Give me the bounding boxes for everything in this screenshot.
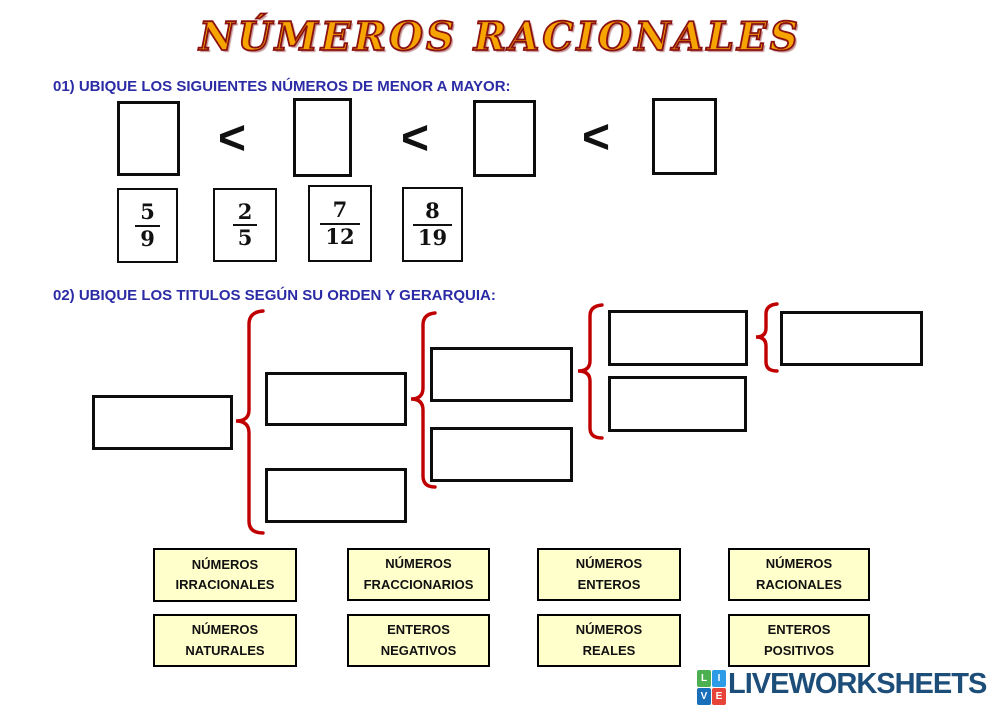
tile-label-line1: NÚMEROS <box>765 556 833 572</box>
fraction-denominator: 12 <box>320 222 360 249</box>
tree-box-level4-top[interactable] <box>608 310 748 366</box>
tile-numeros-irracionales[interactable]: NÚMEROS IRRACIONALES <box>153 548 297 602</box>
tile-label-line1: NÚMEROS <box>575 556 643 572</box>
tile-label-line2: REALES <box>582 642 636 658</box>
fraction-numerator: 8 <box>425 198 440 224</box>
brace-level4 <box>755 302 779 373</box>
tile-label-line1: NÚMEROS <box>191 622 259 638</box>
tile-numeros-racionales[interactable]: NÚMEROS RACIONALES <box>728 548 870 601</box>
fraction-7-12: 7 12 <box>320 197 360 249</box>
tree-box-root[interactable] <box>92 395 233 450</box>
tile-label-line1: NÚMEROS <box>575 622 643 638</box>
order-slot-3[interactable] <box>473 100 536 177</box>
brace-level3 <box>577 303 604 440</box>
fraction-card-8-19[interactable]: 8 19 <box>402 187 463 262</box>
logo-cell-v: V <box>697 688 711 705</box>
tile-label-line2: POSITIVOS <box>763 642 835 658</box>
fraction-numerator: 7 <box>332 197 348 223</box>
tile-label-line2: FRACCIONARIOS <box>363 576 474 592</box>
tile-numeros-naturales[interactable]: NÚMEROS NATURALES <box>153 614 297 667</box>
brace-level1 <box>235 309 265 535</box>
fraction-numerator: 2 <box>237 198 253 224</box>
tile-label-line2: NEGATIVOS <box>380 642 457 658</box>
tile-enteros-negativos[interactable]: ENTEROS NEGATIVOS <box>347 614 490 667</box>
fraction-denominator: 5 <box>232 224 258 250</box>
tile-label-line1: NÚMEROS <box>385 556 452 572</box>
tree-box-level3-bottom[interactable] <box>430 427 573 482</box>
fraction-card-7-12[interactable]: 7 12 <box>308 185 372 262</box>
less-than-symbol-2: < <box>400 111 430 165</box>
tree-box-level3-top[interactable] <box>430 347 573 402</box>
logo-cell-i: I <box>712 670 726 687</box>
fraction-card-5-9[interactable]: 5 9 <box>117 188 178 263</box>
less-than-symbol-3: < <box>581 110 611 164</box>
tile-label-line2: IRRACIONALES <box>175 577 275 592</box>
tile-label-line1: ENTEROS <box>387 622 450 638</box>
tree-box-level2-top[interactable] <box>265 372 407 426</box>
tile-enteros-positivos[interactable]: ENTEROS POSITIVOS <box>728 614 870 667</box>
tile-numeros-fraccionarios[interactable]: NÚMEROS FRACCIONARIOS <box>347 548 490 601</box>
order-slot-1[interactable] <box>117 101 180 176</box>
fraction-5-9: 5 9 <box>135 200 160 250</box>
liveworksheets-logo-icon: L I V E <box>697 670 727 705</box>
tree-box-level2-bottom[interactable] <box>265 468 407 523</box>
tile-label-line1: NÚMEROS <box>191 556 259 572</box>
less-than-symbol-1: < <box>217 111 247 165</box>
order-slot-2[interactable] <box>293 98 352 177</box>
logo-cell-l: L <box>697 670 711 687</box>
tile-label-line2: ENTEROS <box>577 576 641 592</box>
tree-box-level5[interactable] <box>780 311 923 366</box>
tile-label-line1: ENTEROS <box>767 622 831 638</box>
question2-heading: 02) UBIQUE LOS TITULOS SEGÚN SU ORDEN Y … <box>53 287 496 304</box>
fraction-2-5: 2 5 <box>232 198 258 250</box>
question1-heading: 01) UBIQUE LOS SIGUIENTES NÚMEROS DE MEN… <box>53 78 511 95</box>
tile-numeros-enteros[interactable]: NÚMEROS ENTEROS <box>537 548 681 601</box>
fraction-8-19: 8 19 <box>412 198 453 250</box>
logo-cell-e: E <box>712 688 726 705</box>
worksheet-title: NÚMEROS RACIONALES <box>198 13 801 61</box>
fraction-denominator: 19 <box>412 223 453 250</box>
liveworksheets-wordmark: LIVEWORKSHEETS <box>728 668 987 700</box>
tile-label-line2: RACIONALES <box>756 576 842 592</box>
fraction-numerator: 5 <box>140 199 155 225</box>
order-slot-4[interactable] <box>652 98 717 175</box>
tree-box-level4-bottom[interactable] <box>608 376 747 432</box>
tile-numeros-reales[interactable]: NÚMEROS REALES <box>537 614 681 667</box>
fraction-card-2-5[interactable]: 2 5 <box>213 188 277 262</box>
tile-label-line2: NATURALES <box>185 642 265 658</box>
fraction-denominator: 9 <box>135 224 160 251</box>
